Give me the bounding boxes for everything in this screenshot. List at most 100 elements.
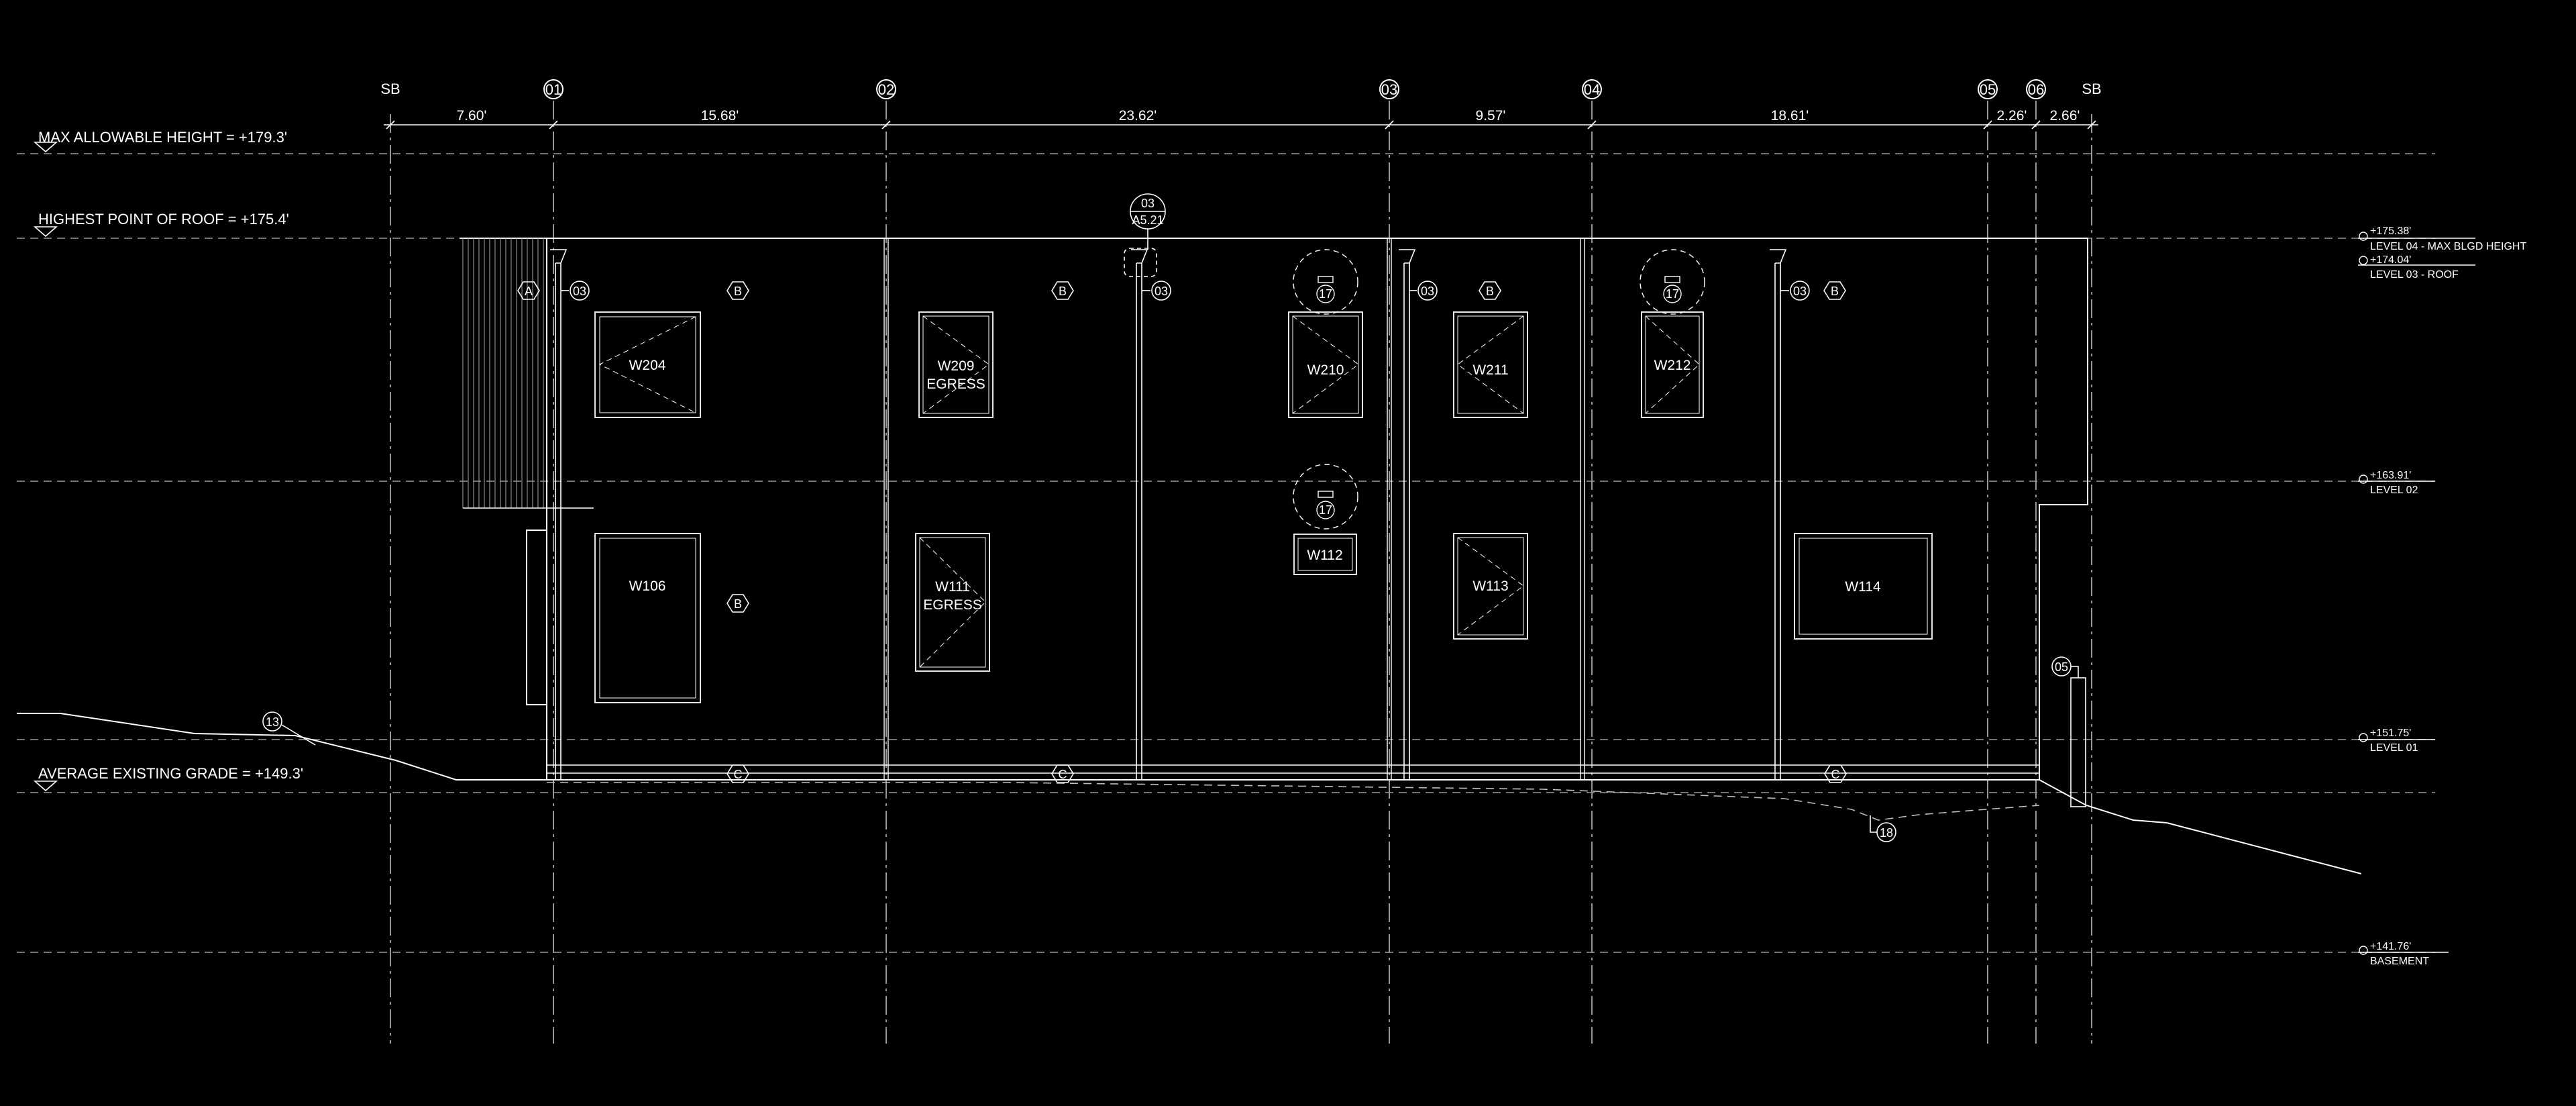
note-03-labels: 03 03 03 03: [573, 285, 1807, 298]
window-swing: [922, 315, 989, 414]
level-marker-icon: [2359, 946, 2368, 955]
note-bubble-17: [1316, 285, 1335, 303]
material-tag-a: [517, 281, 540, 300]
window-swing: [1292, 315, 1359, 414]
proposed-grade-dashed: [547, 782, 2040, 821]
grid-bubble-06: [2026, 79, 2046, 99]
dimension-tick: [1983, 120, 1992, 130]
basement-elevation: +141.76': [2370, 941, 2411, 952]
window-swing: [1645, 315, 1700, 414]
dimension-label: 7.60': [457, 108, 487, 123]
dimension-label: 15.68': [701, 108, 739, 123]
dimension-labels: 7.60' 15.68' 23.62' 9.57' 18.61' 2.26' 2…: [457, 108, 2080, 123]
material-tag-b: [727, 281, 749, 300]
dimension-tick: [549, 120, 558, 130]
dimension-tick: [1587, 120, 1597, 130]
grid-label-03: 03: [1381, 81, 1397, 98]
max-height-note: MAX ALLOWABLE HEIGHT = +179.3': [38, 129, 287, 146]
note-tag-03: 03: [1793, 285, 1807, 298]
dimension-tick: [1385, 120, 1394, 130]
fixture-icon: [1664, 276, 1680, 283]
grid-label-05: 05: [1980, 81, 1996, 98]
level-marker-icon: [2359, 232, 2368, 241]
material-tag-b: [1823, 281, 1846, 300]
windows: [594, 311, 1933, 703]
material-tag-b: [727, 594, 749, 613]
material-tag-label: C: [734, 768, 743, 781]
level-04-name: LEVEL 04 - MAX BLGD HEIGHT: [2370, 241, 2526, 252]
level-01-elevation: +151.75': [2370, 727, 2411, 739]
window-w113: [1453, 533, 1528, 640]
note-05: [2051, 656, 2086, 807]
section-labels: 03 A5.21: [1132, 197, 1163, 227]
note-03-shapes: [561, 281, 1810, 301]
dimension-label: 2.26': [1997, 108, 2027, 123]
window-labels: W204 W209 EGRESS W210 W211 W212 W106 W11…: [629, 358, 1881, 613]
note-tag-03: 03: [573, 285, 586, 298]
grid-labels: SB 01 02 03 04 05 06 SB: [380, 81, 2101, 98]
grid-bubble-03: [1379, 79, 1399, 99]
window-frame: [599, 538, 696, 699]
note-bubble-03: [1417, 281, 1438, 301]
level-04-elevation: +175.38': [2370, 225, 2411, 237]
material-tag-c: [1051, 764, 1074, 783]
window-w204: [594, 311, 701, 418]
grid-bubble-01: [543, 79, 564, 99]
vertical-siding: [462, 238, 594, 509]
downspout: [1131, 249, 1148, 780]
grid-label-04: 04: [1584, 81, 1600, 98]
light-fixture-icon: [1293, 464, 1358, 530]
datum-lines: [17, 153, 2435, 953]
building-outline: [547, 238, 2088, 781]
level-marker-icon: [2359, 733, 2368, 742]
section-marker: [1124, 193, 1166, 277]
dimension-label: 9.57': [1476, 108, 1506, 123]
window-label: W112: [1307, 548, 1342, 563]
basement-name: BASEMENT: [2370, 956, 2429, 967]
grid-label-01: 01: [545, 81, 561, 98]
section-sheet: A5.21: [1132, 213, 1163, 227]
dimension-label: 23.62': [1119, 108, 1157, 123]
window-frame: [1457, 537, 1524, 636]
downspouts: [550, 249, 1787, 780]
grade-note-labels: 13 18: [266, 715, 1893, 840]
note-bubble-03: [1151, 281, 1171, 301]
note-tag-18: 18: [1880, 826, 1893, 840]
window-swing: [919, 537, 986, 668]
level-labels: +175.38' LEVEL 04 - MAX BLGD HEIGHT +174…: [2370, 225, 2526, 967]
level-markers: [2359, 232, 2368, 955]
window-swing: [1457, 315, 1524, 414]
grid-bubble-02: [876, 79, 896, 99]
downspout: [1770, 249, 1787, 780]
window-w212: [1641, 311, 1704, 418]
material-tag-shapes: [517, 281, 1847, 783]
dimension-label: 18.61': [1771, 108, 1809, 123]
dimension-tick: [2031, 120, 2041, 130]
building: [460, 238, 2088, 781]
material-tag-c: [727, 764, 749, 783]
dimension-tick: [2087, 120, 2096, 130]
light-fixture-icon: [1640, 249, 1705, 315]
note-tag-17: 17: [1666, 287, 1679, 301]
window-w112: [1293, 534, 1357, 575]
window-w209: [918, 311, 994, 418]
section-number: 03: [1141, 197, 1155, 210]
material-tag-label: B: [1831, 285, 1839, 298]
note-tag-03: 03: [1155, 285, 1168, 298]
window-label: W211: [1472, 362, 1508, 378]
window-label: EGRESS: [923, 597, 982, 613]
window-frame: [1457, 315, 1524, 414]
datum-triangle-icon: [33, 142, 58, 153]
section-cloud: [1124, 248, 1157, 277]
side-trim-panel: [526, 530, 547, 705]
level-02-name: LEVEL 02: [2370, 485, 2418, 496]
note-leader: [1870, 815, 1877, 833]
note-bubble-17: [1663, 285, 1682, 303]
window-label: W106: [629, 579, 666, 594]
material-tag-b: [1051, 281, 1074, 300]
dimension-label: 2.66': [2050, 108, 2080, 123]
window-label: W212: [1654, 358, 1691, 373]
window-label: W114: [1845, 579, 1881, 595]
